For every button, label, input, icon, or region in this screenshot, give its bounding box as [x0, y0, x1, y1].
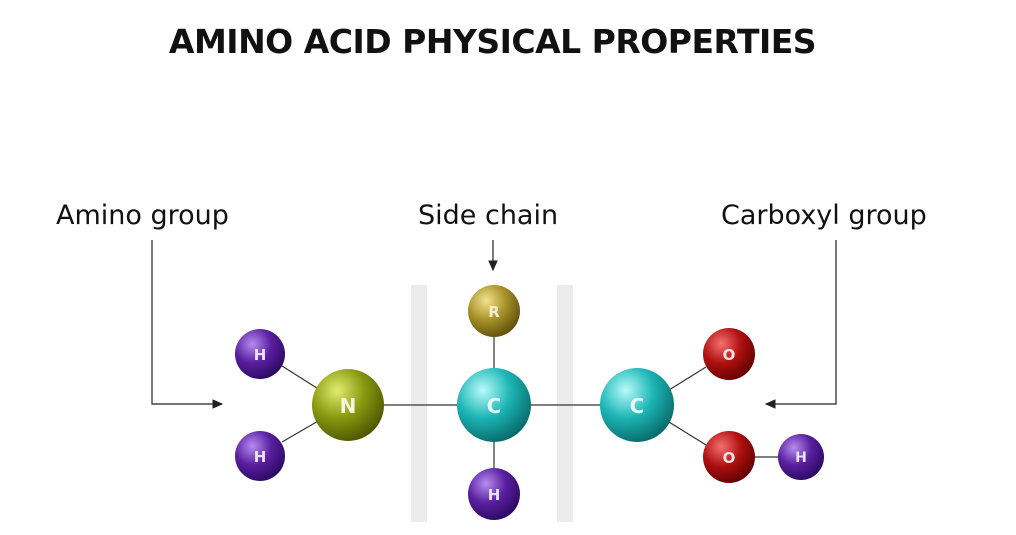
page-title: AMINO ACID PHYSICAL PROPERTIES [168, 22, 817, 61]
atom-carbon-alpha: C [457, 368, 531, 442]
bonds [281, 336, 780, 468]
atom-side-chain-r: R [468, 285, 520, 337]
atom-oxygen-2: O [703, 431, 755, 483]
atom-hydrogen-2: H [235, 431, 285, 481]
atom-hydrogen-4: H [778, 434, 824, 480]
atom-label: R [488, 303, 500, 321]
atom-label: H [254, 346, 267, 364]
atom-label: C [487, 394, 502, 418]
atom-label: H [254, 448, 267, 466]
divider-right [557, 285, 573, 522]
carboxyl-pointer [764, 240, 837, 409]
atom-nitrogen: N [312, 369, 384, 441]
side-chain-label: Side chain [418, 200, 559, 231]
atom-hydrogen-1: H [235, 329, 285, 379]
atom-label: C [630, 394, 645, 418]
atom-oxygen-1: O [703, 328, 755, 380]
amino-group-label: Amino group [56, 200, 229, 231]
atom-label: H [795, 450, 807, 466]
amino-pointer [151, 240, 224, 409]
atom-label: O [723, 346, 736, 364]
atom-label: H [488, 486, 501, 504]
atom-label: O [723, 449, 736, 467]
atom-label: N [340, 394, 357, 418]
carboxyl-group-label: Carboxyl group [721, 200, 927, 231]
divider-left [411, 285, 427, 522]
atom-carbon-carboxyl: C [600, 368, 674, 442]
atom-hydrogen-3: H [468, 468, 520, 520]
